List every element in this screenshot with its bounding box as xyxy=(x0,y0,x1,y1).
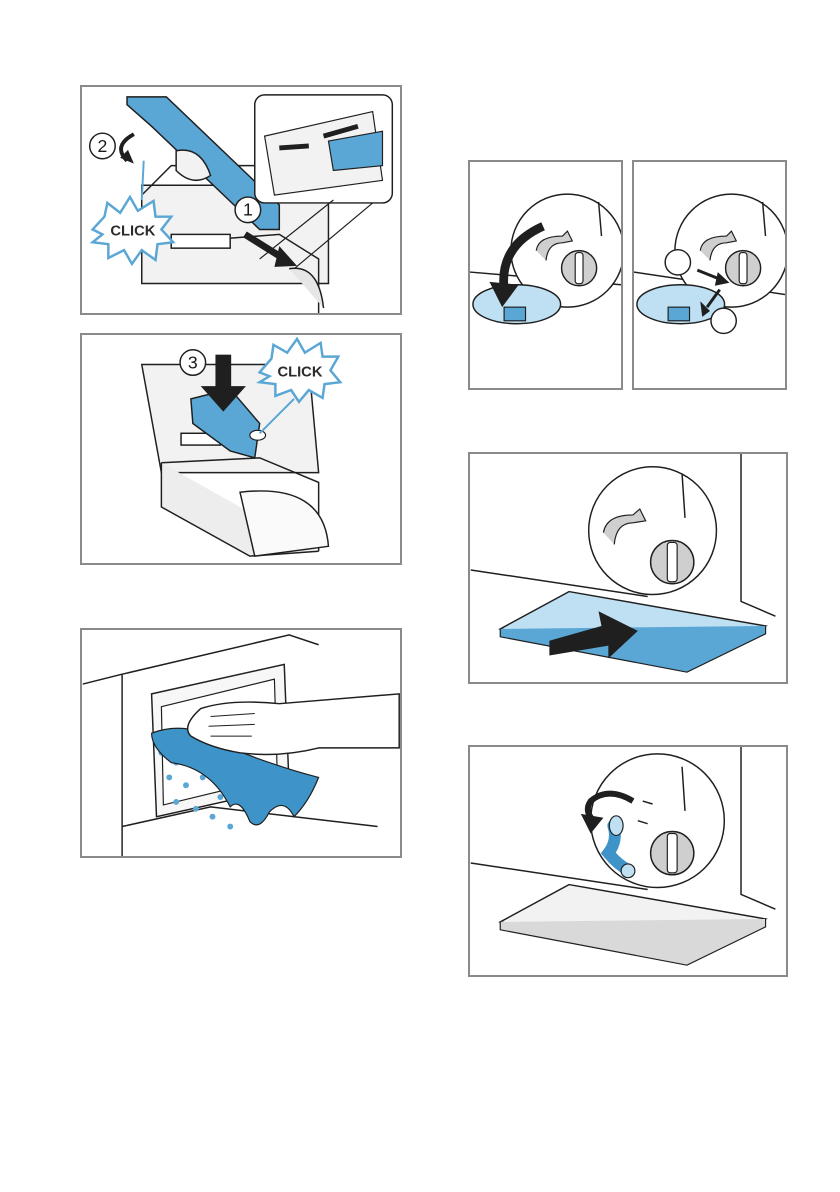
step-circle-b xyxy=(711,308,736,333)
turn-cap-illustration xyxy=(470,747,786,975)
pump-cap-unlock-illustration xyxy=(634,162,785,388)
dispenser-insert-illustration: 2 1 CLICK xyxy=(82,87,400,313)
step-1-number: 1 xyxy=(243,200,253,220)
click-label-2: CLICK xyxy=(277,364,322,380)
panel-dispenser-press: 3 CLICK xyxy=(80,333,402,565)
panel-pump-cap-open xyxy=(468,160,623,390)
panel-turn-cap xyxy=(468,745,788,977)
pump-cap-open-illustration xyxy=(470,162,621,388)
place-tray-illustration xyxy=(470,454,786,682)
click-label: CLICK xyxy=(110,223,155,239)
panel-pump-cap-unlock xyxy=(632,160,787,390)
wipe-compartment-illustration xyxy=(82,630,400,856)
panel-wipe-compartment xyxy=(80,628,402,858)
step-2-number: 2 xyxy=(98,136,108,156)
dispenser-press-illustration: 3 CLICK xyxy=(82,335,400,563)
panel-dispenser-insert: 2 1 CLICK xyxy=(80,85,402,315)
step-3-number: 3 xyxy=(188,352,198,372)
panel-place-tray xyxy=(468,452,788,684)
step-circle-a xyxy=(665,250,690,275)
